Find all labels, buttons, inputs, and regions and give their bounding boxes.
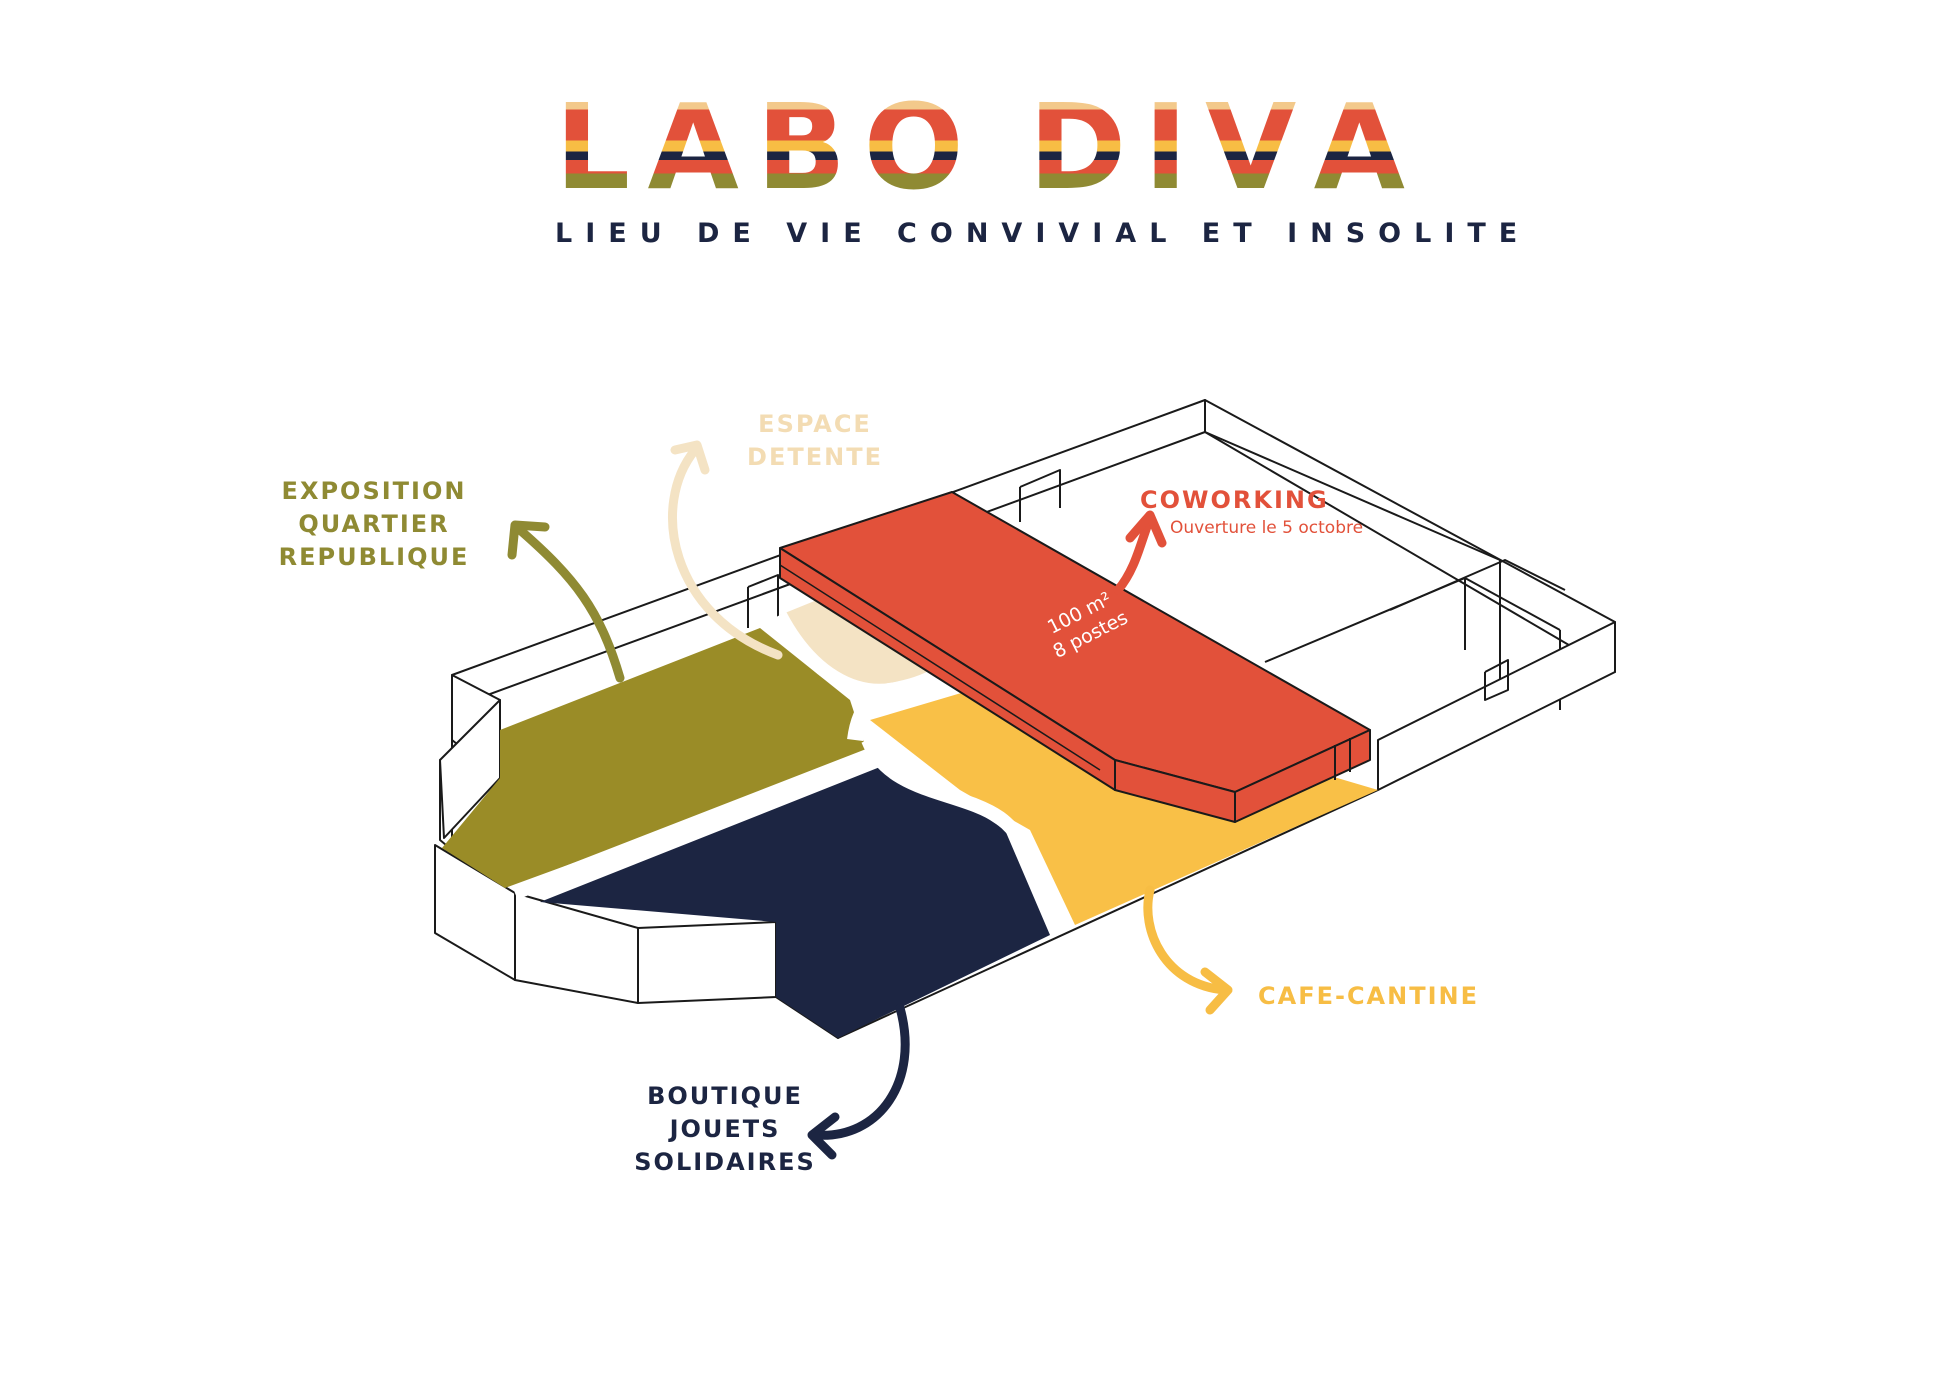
logo-letter: D — [1028, 78, 1127, 216]
label-line: DETENTE — [747, 443, 883, 471]
coworking-title: COWORKING — [1140, 486, 1329, 514]
arrows — [507, 440, 1233, 1160]
subtitle: LIEU DE VIE CONVIVIAL ET INSOLITE — [555, 218, 1531, 249]
arrow-coworking-head — [1125, 510, 1167, 548]
zone-exposition-floor — [442, 628, 868, 888]
label-exposition: EXPOSITION QUARTIER REPUBLIQUE — [268, 475, 480, 574]
arrow-boutique — [810, 1003, 910, 1140]
zone-cafe-floor — [870, 680, 1378, 925]
arrow-detente-head — [670, 440, 710, 475]
arrow-exposition-head — [507, 520, 550, 560]
label-line: REPUBLIQUE — [278, 543, 470, 571]
label-coworking: COWORKING Ouverture le 5 octobre — [1140, 484, 1400, 539]
arrow-coworking — [1113, 513, 1155, 595]
logo-letter: O — [863, 78, 964, 216]
label-line: JOUETS — [669, 1115, 781, 1143]
logo-letter: A — [647, 78, 739, 216]
arrow-boutique-head — [807, 1112, 840, 1160]
label-line: QUARTIER — [298, 510, 450, 538]
logo-letter: L — [555, 78, 631, 216]
arrow-detente — [668, 445, 783, 660]
label-detente: ESPACE DETENTE — [730, 408, 900, 474]
logo-letter: V — [1204, 78, 1297, 216]
label-line: BOUTIQUE — [647, 1082, 803, 1110]
arrow-cafe-head — [1200, 967, 1233, 1015]
label-line: SOLIDAIRES — [634, 1148, 816, 1176]
logo-title: L A B O D I V A — [555, 78, 1405, 216]
logo-letter: I — [1143, 78, 1188, 216]
zone-boutique-floor — [540, 765, 1050, 1038]
zone-coworking-mezzanine — [779, 491, 1371, 823]
label-boutique: BOUTIQUE JOUETS SOLIDAIRES — [625, 1080, 825, 1179]
coworking-opening: Ouverture le 5 octobre — [1170, 518, 1364, 538]
logo-letter: A — [1313, 78, 1405, 216]
label-cafe: CAFE-CANTINE — [1258, 980, 1508, 1013]
label-line: ESPACE — [758, 410, 872, 438]
cafe-title: CAFE-CANTINE — [1258, 982, 1479, 1010]
label-line: EXPOSITION — [281, 477, 467, 505]
arrow-exposition — [515, 525, 625, 683]
logo-letter: B — [756, 78, 847, 216]
arrow-cafe — [1143, 885, 1230, 995]
